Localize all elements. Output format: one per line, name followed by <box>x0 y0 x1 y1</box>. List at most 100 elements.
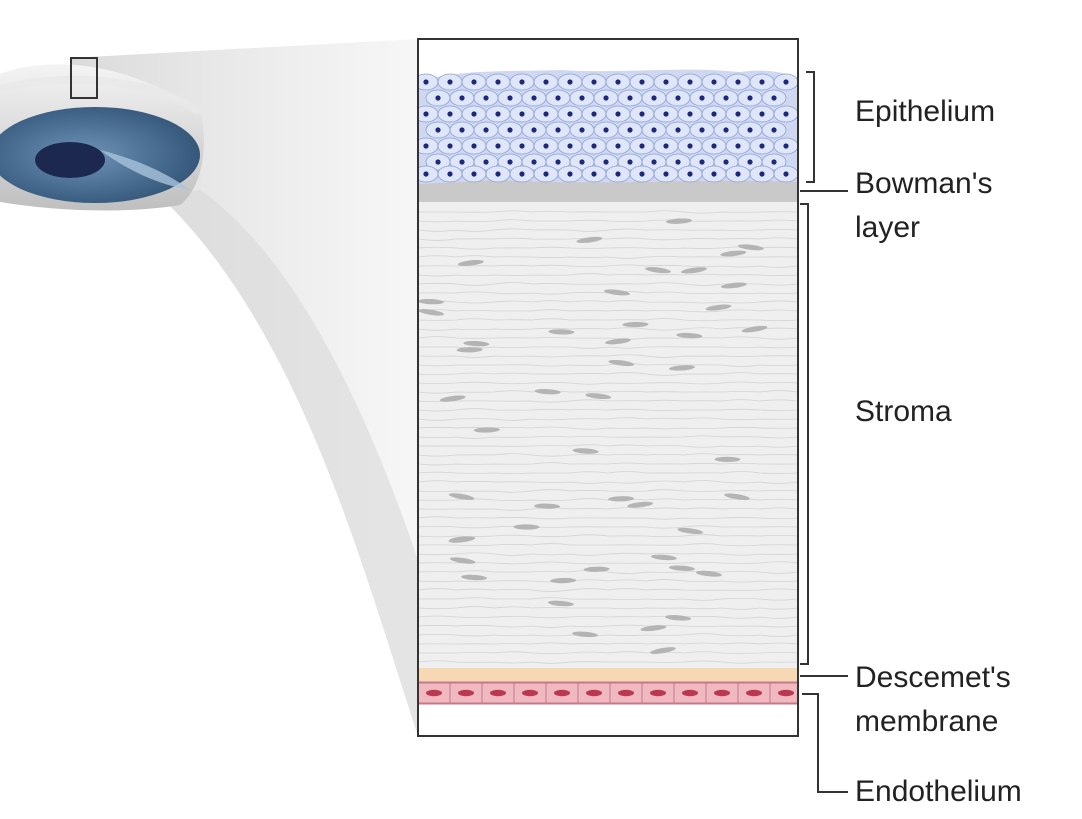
keratocyte <box>576 236 603 243</box>
epithelial-nucleus <box>435 159 441 165</box>
cross-section-frame <box>417 38 799 737</box>
bowman-layer-label-line1: Bowman's <box>855 167 993 200</box>
epithelial-nucleus <box>591 111 597 117</box>
keratocyte <box>449 536 476 543</box>
epithelial-nucleus <box>495 111 501 117</box>
epithelium-label: Epithelium <box>855 95 996 128</box>
keratocyte <box>513 524 540 530</box>
epithelial-nucleus <box>495 79 501 85</box>
epithelium-cells <box>418 73 798 183</box>
epithelial-nucleus <box>615 143 621 149</box>
epithelial-nucleus <box>567 171 573 177</box>
keratocyte <box>604 289 630 296</box>
epithelial-nucleus <box>591 171 597 177</box>
epithelial-nucleus <box>687 171 693 177</box>
epithelial-nucleus <box>771 127 777 133</box>
epithelial-nucleus <box>783 111 789 117</box>
stroma-fiber <box>418 660 798 664</box>
keratocyte <box>627 501 654 508</box>
epithelial-nucleus <box>651 159 657 165</box>
keratocyte <box>650 554 677 561</box>
epithelial-nucleus <box>603 127 609 133</box>
epithelial-nucleus <box>639 143 645 149</box>
keratocyte <box>572 631 598 638</box>
epithelial-nucleus <box>651 95 657 101</box>
stroma-fiber <box>418 543 798 547</box>
epithelial-nucleus <box>723 95 729 101</box>
epithelial-nucleus <box>495 143 501 149</box>
stroma-fiber <box>418 300 798 304</box>
epithelial-nucleus <box>435 95 441 101</box>
endothelium-leader <box>802 693 848 793</box>
epithelial-nucleus <box>759 79 765 85</box>
keratocyte <box>720 282 747 289</box>
keratocyte <box>418 299 444 305</box>
epithelial-nucleus <box>759 171 765 177</box>
epithelial-nucleus <box>423 171 429 177</box>
keratocyte <box>439 395 466 402</box>
stroma-label: Stroma <box>855 395 952 428</box>
stroma-fiber <box>418 399 798 403</box>
epithelial-nucleus <box>759 143 765 149</box>
stroma-fiber <box>418 210 798 214</box>
stroma-fiber <box>418 597 798 601</box>
epithelial-nucleus <box>519 111 525 117</box>
stroma-fiber <box>418 489 798 493</box>
endothelial-nucleus <box>458 689 474 697</box>
stroma-fiber <box>418 471 798 474</box>
stroma-fiber <box>418 579 798 583</box>
bowman-layer-label-line2: layer <box>855 211 921 244</box>
keratocyte <box>650 647 676 654</box>
stroma-fibers <box>418 210 798 664</box>
epithelial-nucleus <box>555 159 561 165</box>
keratocyte <box>457 259 484 266</box>
eye-icon <box>0 64 204 211</box>
epithelial-nucleus <box>711 171 717 177</box>
epithelial-nucleus <box>471 111 477 117</box>
epithelial-nucleus <box>603 159 609 165</box>
epithelial-nucleus <box>747 159 753 165</box>
keratocyte <box>724 493 750 501</box>
epithelial-nucleus <box>663 111 669 117</box>
epithelial-nucleus <box>783 143 789 149</box>
epithelial-nucleus <box>747 95 753 101</box>
epithelial-nucleus <box>759 111 765 117</box>
keratocyte <box>449 557 476 564</box>
epithelial-nucleus <box>627 159 633 165</box>
epithelial-nucleus <box>723 159 729 165</box>
epithelial-nucleus <box>447 111 453 117</box>
stroma-fiber <box>418 642 798 645</box>
stroma-layer <box>418 200 798 670</box>
epithelial-nucleus <box>579 127 585 133</box>
epithelial-nucleus <box>507 95 513 101</box>
stroma-fiber <box>418 453 798 457</box>
epithelial-nucleus <box>615 79 621 85</box>
endothelial-nucleus <box>426 689 442 697</box>
cross-section <box>418 39 798 736</box>
stroma-fiber <box>418 624 798 628</box>
epithelial-nucleus <box>483 127 489 133</box>
keratocyte <box>448 493 475 500</box>
epithelial-nucleus <box>579 159 585 165</box>
epithelial-nucleus <box>459 127 465 133</box>
keratocyte <box>605 338 631 345</box>
epithelial-nucleus <box>447 171 453 177</box>
keratocyte <box>695 570 722 577</box>
endothelial-nucleus <box>554 689 570 697</box>
epithelial-nucleus <box>591 143 597 149</box>
epithelial-nucleus <box>543 79 549 85</box>
epithelial-nucleus <box>495 171 501 177</box>
stroma-fiber <box>418 552 798 556</box>
epithelial-nucleus <box>615 171 621 177</box>
epithelial-nucleus <box>483 95 489 101</box>
label-brackets <box>800 71 848 793</box>
stroma-fiber <box>418 346 798 349</box>
keratocyte <box>456 347 483 353</box>
epithelial-nucleus <box>783 79 789 85</box>
epithelial-nucleus <box>783 171 789 177</box>
keratocyte <box>550 577 577 584</box>
epithelial-nucleus <box>639 79 645 85</box>
keratocyte <box>473 427 500 433</box>
epithelial-nucleus <box>711 143 717 149</box>
